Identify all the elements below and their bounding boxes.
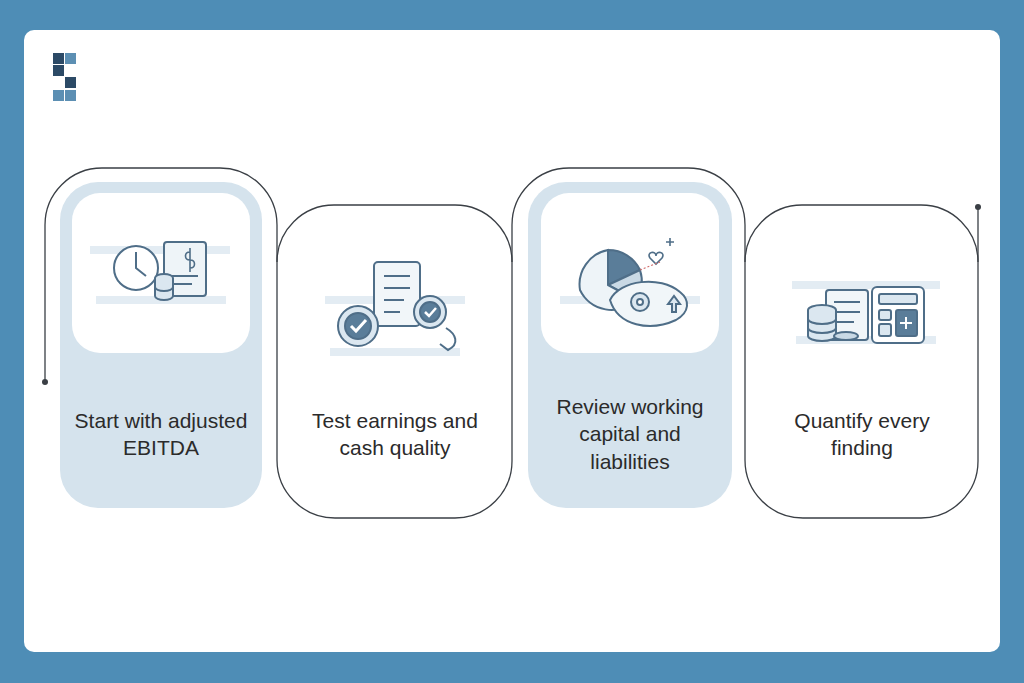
step-card: Test earnings and cash quality <box>290 372 500 496</box>
calculator-icon <box>792 285 940 343</box>
icon-tile <box>72 193 250 353</box>
step-label: Quantify every finding <box>766 407 958 462</box>
step-card: Review working capital and liabilities <box>530 372 730 496</box>
icon-tile <box>541 193 719 353</box>
step-label: Start with adjusted EBITDA <box>70 407 252 462</box>
clock-document-icon <box>90 242 230 300</box>
step-card: Quantify every finding <box>758 372 966 496</box>
step-card: Start with adjusted EBITDA <box>62 372 260 496</box>
card-outline <box>277 205 512 262</box>
card-outline <box>745 205 978 262</box>
card-fill <box>528 182 732 508</box>
step-label: Review working capital and liabilities <box>538 393 722 475</box>
card-fill <box>60 182 262 508</box>
logo <box>53 53 76 101</box>
card-outline <box>45 168 978 518</box>
step-label: Test earnings and cash quality <box>298 407 492 462</box>
end-dot <box>975 204 981 210</box>
end-dot <box>42 379 48 385</box>
pie-gear-icon <box>560 238 700 326</box>
checklist-icon <box>325 262 465 352</box>
